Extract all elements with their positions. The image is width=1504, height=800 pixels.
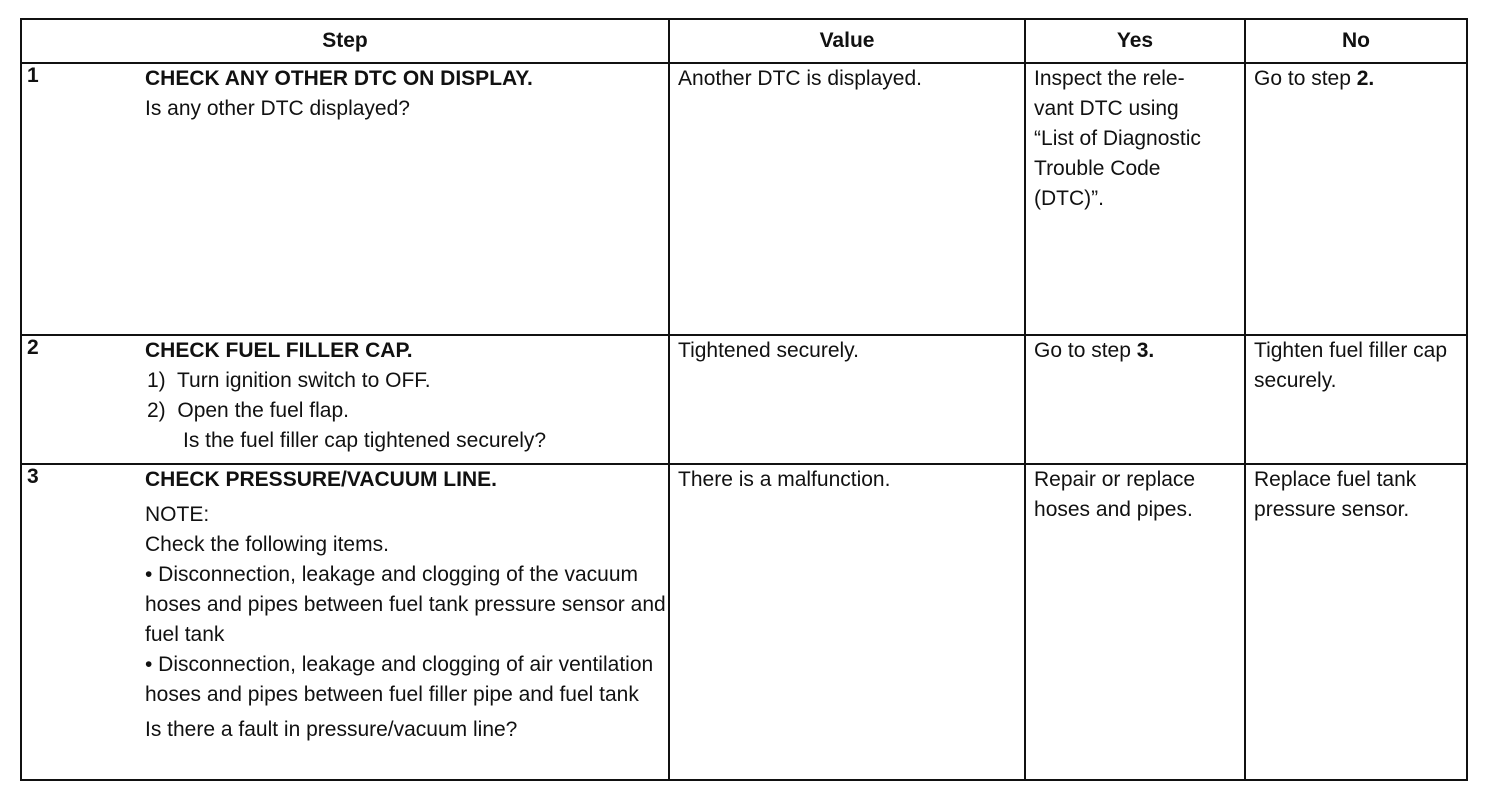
yes-cell: Inspect the rele- vant DTC using “List o… (1024, 62, 1247, 336)
yes-line: “List of Diagnostic (1034, 127, 1201, 150)
note-intro: Check the following items. (145, 533, 389, 556)
step-number: 2 (20, 334, 143, 465)
step-title: CHECK PRESSURE/VACUUM LINE. (145, 468, 497, 491)
step-question: Is the fuel filler cap tightened securel… (183, 429, 547, 452)
step-number: 1 (20, 62, 143, 336)
no-cell: Go to step 2. (1244, 62, 1469, 336)
value-cell: Tightened securely. (668, 334, 1027, 465)
step-title: CHECK ANY OTHER DTC ON DISPLAY. (145, 67, 533, 90)
step-list-item: 1) Turn ignition switch to OFF. (145, 366, 668, 396)
header-no: No (1244, 18, 1469, 64)
header-yes: Yes (1024, 18, 1247, 64)
step-cell: CHECK PRESSURE/VACUUM LINE. NOTE: Check … (143, 463, 671, 781)
value-cell: Another DTC is displayed. (668, 62, 1027, 336)
table-header-row: Step Value Yes No (19, 18, 1469, 64)
note-bullet: • Disconnection, leakage and clogging of… (145, 563, 666, 646)
yes-step-ref: 3. (1136, 339, 1155, 362)
step-question: Is any other DTC displayed? (145, 97, 410, 120)
yes-line: Trouble Code (1034, 157, 1161, 180)
list-text: Turn ignition switch to OFF. (176, 369, 431, 392)
list-marker: 2) (147, 399, 166, 422)
no-cell: Tighten fuel filler cap securely. (1244, 334, 1469, 465)
yes-cell: Go to step 3. (1024, 334, 1247, 465)
note-bullet: • Disconnection, leakage and clogging of… (145, 653, 654, 706)
yes-cell: Repair or replace hoses and pipes. (1024, 463, 1247, 781)
table-row: 2 CHECK FUEL FILLER CAP. 1) Turn ignitio… (20, 334, 1469, 465)
yes-line: (DTC)”. (1034, 187, 1104, 210)
step-title: CHECK FUEL FILLER CAP. (145, 339, 413, 362)
list-text: Open the fuel flap. (177, 399, 349, 422)
table-row: 3 CHECK PRESSURE/VACUUM LINE. NOTE: Chec… (20, 463, 1469, 781)
yes-text: Go to step (1034, 339, 1137, 362)
no-cell: Replace fuel tank pressure sensor. (1244, 463, 1469, 781)
value-cell: There is a malfunction. (668, 463, 1027, 781)
header-value: Value (668, 18, 1027, 64)
header-step: Step (19, 18, 671, 64)
yes-line: Inspect the rele- (1034, 67, 1185, 90)
no-text: Go to step (1254, 67, 1357, 90)
no-step-ref: 2. (1356, 67, 1375, 90)
yes-line: vant DTC using (1034, 97, 1179, 120)
step-number: 3 (20, 463, 143, 781)
step-list-item: 2) Open the fuel flap. (145, 396, 668, 426)
note-label: NOTE: (145, 503, 210, 526)
step-cell: CHECK ANY OTHER DTC ON DISPLAY. Is any o… (143, 62, 671, 336)
step-cell: CHECK FUEL FILLER CAP. 1) Turn ignition … (143, 334, 671, 465)
diagnostic-table: Step Value Yes No 1 CHECK ANY OTHER DTC … (19, 18, 1469, 781)
table-row: 1 CHECK ANY OTHER DTC ON DISPLAY. Is any… (20, 62, 1469, 336)
step-question: Is there a fault in pressure/vacuum line… (145, 718, 518, 741)
list-marker: 1) (147, 369, 166, 392)
